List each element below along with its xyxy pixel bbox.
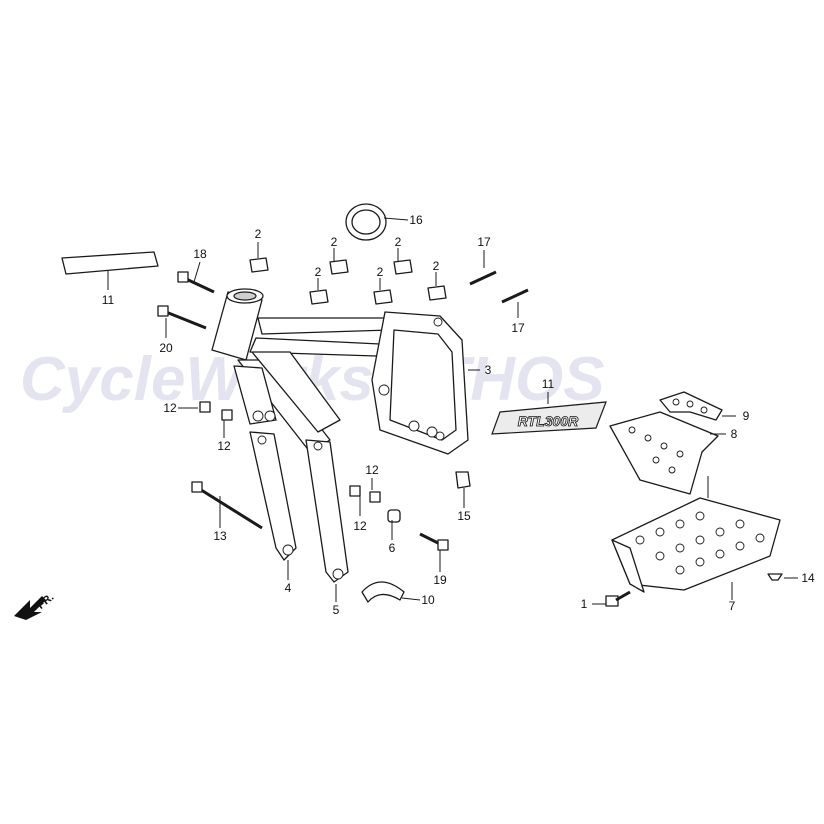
callout-12-d: 12 [353,519,367,533]
callout-7: 7 [729,599,736,613]
callout-1: 1 [581,597,588,611]
callout-19: 19 [433,573,447,587]
callout-8: 8 [731,427,738,441]
callout-17-b: 17 [511,321,525,335]
plate-8 [609,411,719,495]
bolt-18 [177,271,215,294]
callout-17-a: 17 [477,235,491,249]
frame-arm-right [305,439,349,583]
bolt-1 [605,590,631,607]
callout-10: 10 [421,593,435,607]
callout-13: 13 [213,529,227,543]
band-16 [345,203,387,241]
bolt-17a [469,270,497,286]
callout-5: 5 [333,603,340,617]
callout-20: 20 [159,341,173,355]
decal-text: RTL300R [518,413,579,429]
callout-4: 4 [285,581,292,595]
callout-2-c: 2 [315,265,322,279]
callout-15: 15 [457,509,471,523]
callout-12-b: 12 [217,439,231,453]
frame-arm-left [249,431,297,561]
callout-3: 3 [485,363,492,377]
bolts-12 [199,401,381,503]
front-label: FR. [35,591,56,612]
clips-2 [249,257,447,305]
callout-2-e: 2 [377,265,384,279]
screw-14 [767,573,783,581]
label-strip-11 [61,251,159,275]
callout-11-decal: 11 [542,377,555,391]
band-10 [361,581,405,603]
callout-2-a: 2 [255,227,262,241]
bolt-19 [419,532,449,551]
main-frame [211,288,469,455]
callout-18: 18 [193,247,207,261]
callout-9: 9 [743,409,750,423]
bolt-17b [501,288,529,304]
callout-11-strip: 11 [102,293,115,307]
bolt-13 [191,481,263,530]
callout-12-a: 12 [163,401,177,415]
callout-12-c: 12 [365,463,379,477]
bolt-20 [157,305,207,330]
callout-2-b: 2 [331,235,338,249]
collar-6 [387,509,401,523]
callout-2-f: 2 [433,259,440,273]
leader-lines [107,217,798,605]
callout-6: 6 [389,541,396,555]
plate-9 [659,391,723,421]
front-arrow-icon: FR. [14,591,56,620]
callout-2-d: 2 [395,235,402,249]
callout-14: 14 [801,571,815,585]
callout-16: 16 [409,213,423,227]
skid-plate-7 [611,497,781,593]
callouts: 11 18 20 12 12 13 4 5 12 12 6 19 15 10 1… [102,213,815,617]
decal-11: RTL300R [491,401,607,435]
nut-15 [455,471,471,489]
